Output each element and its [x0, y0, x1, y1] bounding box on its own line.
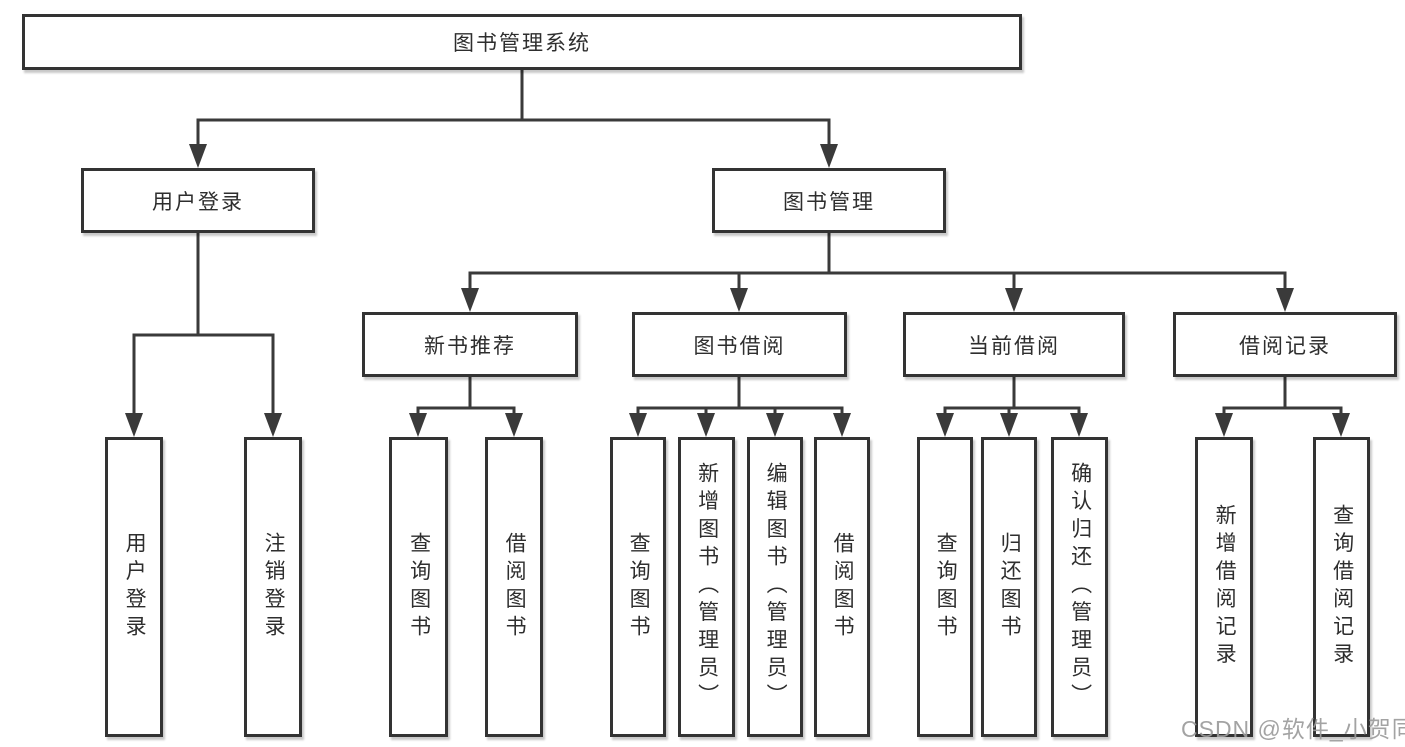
node-leaf-bb-borrow-book: 借阅图书	[814, 437, 870, 737]
csdn-watermark: CSDN @软件_小贺同学	[1181, 716, 1405, 742]
node-leaf-nbr-borrow-book: 借阅图书	[485, 437, 543, 737]
node-label: 确认归还（管理员）	[1068, 462, 1092, 712]
node-leaf-cb-confirm: 确认归还（管理员）	[1051, 437, 1108, 737]
node-label: 用户登录	[152, 190, 244, 214]
node-label: 图书管理	[783, 190, 875, 214]
node-leaf-bb-query-book: 查询图书	[610, 437, 666, 737]
node-leaf-nbr-query-book: 查询图书	[389, 437, 448, 737]
node-leaf-cb-return-book: 归还图书	[981, 437, 1037, 737]
node-label: 归还图书	[998, 531, 1022, 643]
node-leaf-br-add-record: 新增借阅记录	[1195, 437, 1253, 737]
node-label: 查询图书	[627, 531, 651, 643]
node-label: 图书管理系统	[453, 32, 591, 55]
node-root: 图书管理系统	[22, 14, 1022, 70]
node-label: 图书借阅	[693, 334, 786, 358]
node-label: 用户登录	[123, 531, 147, 643]
node-label: 编辑图书（管理员）	[764, 462, 788, 712]
node-label: 借阅图书	[831, 531, 855, 643]
node-leaf-bb-edit-book: 编辑图书（管理员）	[747, 437, 803, 737]
node-book-borrowing: 图书借阅	[632, 312, 847, 377]
node-label: 查询图书	[934, 531, 958, 643]
node-label: 新增图书（管理员）	[695, 462, 719, 712]
node-leaf-logout: 注销登录	[244, 437, 302, 737]
node-leaf-user-login: 用户登录	[105, 437, 163, 737]
node-leaf-br-query-record: 查询借阅记录	[1313, 437, 1370, 737]
node-label: 新书推荐	[424, 334, 516, 358]
node-label: 注销登录	[262, 531, 286, 643]
node-book-mgmt-module: 图书管理	[712, 168, 946, 233]
node-label: 查询图书	[407, 531, 431, 643]
node-current-borrowing: 当前借阅	[903, 312, 1125, 377]
node-new-book-recommend: 新书推荐	[362, 312, 578, 377]
node-label: 查询借阅记录	[1330, 503, 1354, 671]
node-label: 借阅图书	[503, 531, 527, 643]
node-user-login-module: 用户登录	[81, 168, 315, 233]
node-borrowing-records: 借阅记录	[1173, 312, 1397, 377]
node-label: 当前借阅	[968, 334, 1060, 358]
node-leaf-bb-add-book: 新增图书（管理员）	[678, 437, 735, 737]
node-label: 借阅记录	[1239, 334, 1331, 358]
node-leaf-cb-query-book: 查询图书	[917, 437, 973, 737]
node-label: 新增借阅记录	[1213, 503, 1237, 671]
